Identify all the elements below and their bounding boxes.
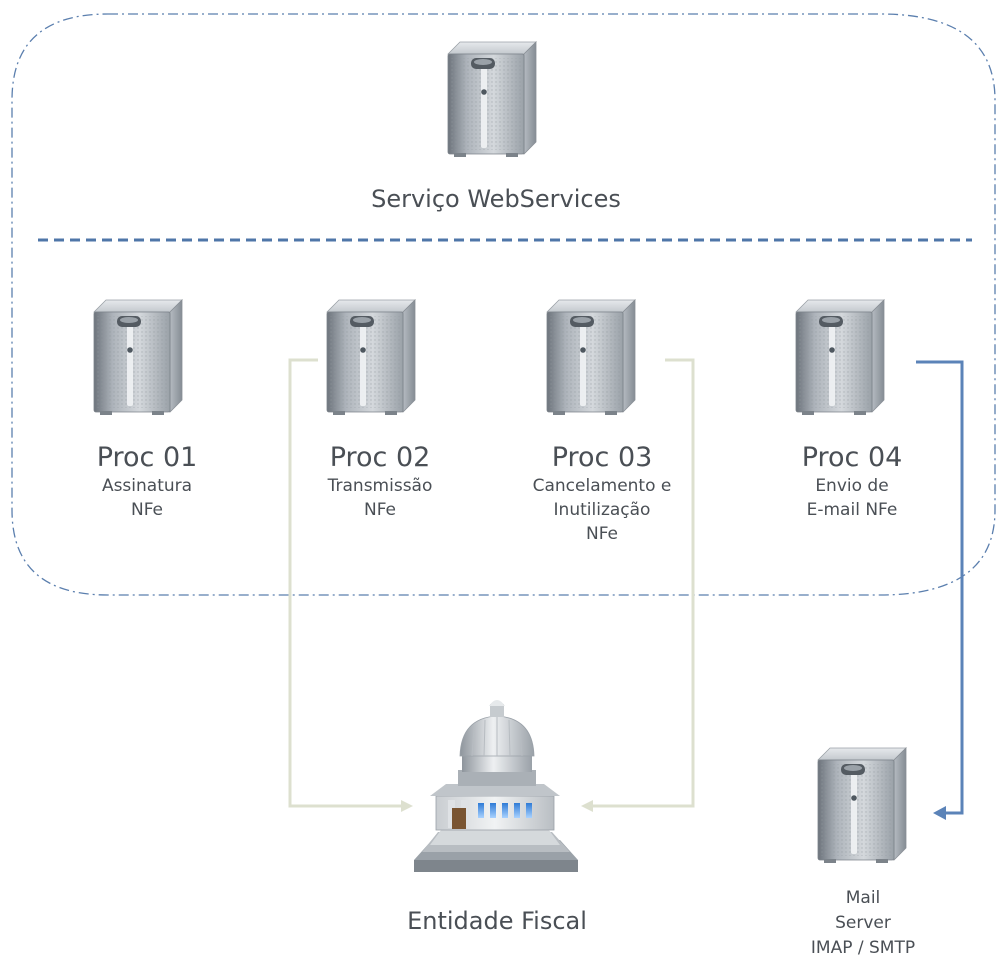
government-building-icon xyxy=(414,700,578,872)
connector-proc02-to-fiscal xyxy=(288,358,402,808)
proc03-node: Proc 03 Cancelamento e Inutilização NFe xyxy=(502,442,702,546)
proc04-node: Proc 04 Envio de E-mail NFe xyxy=(762,442,942,522)
connector-arrowhead-right xyxy=(581,800,593,812)
fiscal-label: Entidade Fiscal xyxy=(407,907,587,935)
proc01-server-icon xyxy=(93,299,183,416)
proc02-title: Proc 02 xyxy=(329,442,431,473)
proc01-node: Proc 01 Assinatura NFe xyxy=(57,442,237,522)
webservices-node: Serviço WebServices xyxy=(346,184,646,214)
fiscal-node: Entidade Fiscal xyxy=(347,906,647,936)
proc03-server-icon xyxy=(546,299,636,416)
mail-connector xyxy=(916,360,964,820)
proc04-desc-line1: Envio de xyxy=(815,476,889,496)
proc02-server-icon xyxy=(326,299,416,416)
proc04-server-icon xyxy=(795,299,885,416)
webservices-label: Serviço WebServices xyxy=(371,185,621,213)
proc02-desc-line2: NFe xyxy=(363,500,397,520)
mail-server-line2: Server xyxy=(835,913,891,933)
mail-server-line3: IMAP / SMTP xyxy=(810,938,916,958)
connector-proc03-to-fiscal xyxy=(592,358,695,808)
proc03-desc-line1: Cancelamento e xyxy=(532,476,672,496)
proc03-title: Proc 03 xyxy=(551,442,653,473)
mail-connector-arrowhead xyxy=(933,806,946,820)
proc03-desc-line2: Inutilização xyxy=(553,500,651,520)
mail-server-line1: Mail xyxy=(845,888,881,908)
proc02-desc-line1: Transmissão xyxy=(327,476,433,496)
fiscal-connectors xyxy=(288,358,695,812)
proc01-desc-line2: NFe xyxy=(130,500,164,520)
webservices-boundary xyxy=(11,13,996,596)
proc03-desc-line3: NFe xyxy=(585,524,619,544)
webservices-server-icon xyxy=(447,41,537,158)
proc02-node: Proc 02 Transmissão NFe xyxy=(290,442,470,522)
mail-server-icon xyxy=(817,747,907,864)
proc01-desc-line1: Assinatura xyxy=(101,476,193,496)
proc04-desc-line2: E-mail NFe xyxy=(806,500,898,520)
connector-arrowhead-left xyxy=(401,800,413,812)
proc04-title: Proc 04 xyxy=(801,442,903,473)
proc01-title: Proc 01 xyxy=(96,442,198,473)
mail-server-node: Mail Server IMAP / SMTP xyxy=(788,886,938,961)
